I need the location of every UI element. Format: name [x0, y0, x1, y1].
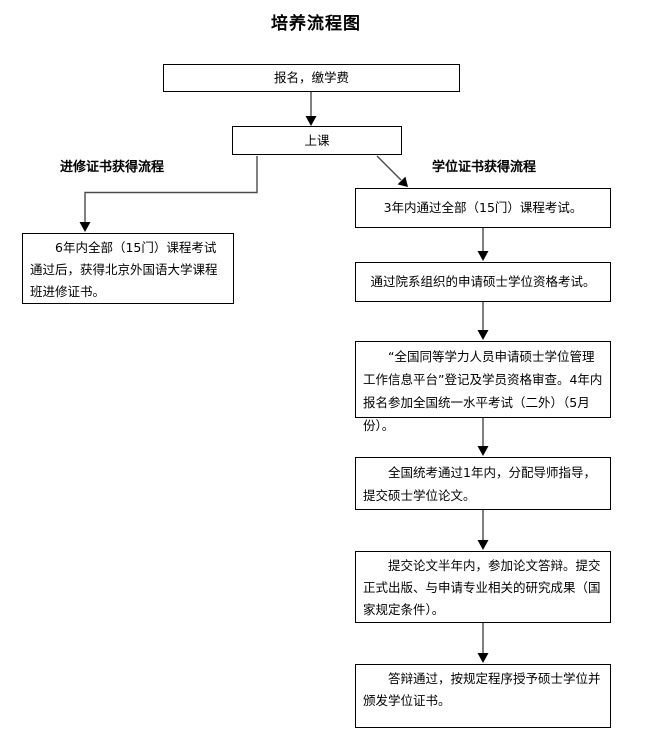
arrow-thesis-to-defense	[477, 510, 489, 550]
arrow-defense-to-degree	[477, 623, 489, 663]
flow-box-qualification-exam: 通过院系组织的申请硕士学位资格考试。	[355, 262, 611, 302]
flow-box-enroll-pay-tuition: 报名，缴学费	[163, 64, 460, 92]
arrow-platform-to-thesis	[477, 418, 489, 456]
arrow-course-exams-to-qualification	[477, 228, 489, 261]
flow-box-course-exams: 3年内通过全部（15门）课程考试。	[355, 188, 611, 228]
arrow-qualification-to-platform	[477, 302, 489, 340]
arrow-class-to-certificate	[79, 156, 258, 232]
flow-box-thesis-submission: 全国统考通过1年内，分配导师指导，提交硕士学位论文。	[355, 457, 611, 510]
flow-box-platform-registration: “全国同等学力人员申请硕士学位管理工作信息平台”登记及学员资格审查。4年内报名参…	[355, 341, 611, 433]
left-branch-label: 进修证书获得流程	[60, 160, 165, 175]
flow-box-thesis-defense: 提交论文半年内，参加论文答辩。提交正式出版、与申请专业相关的研究成果（国家规定条…	[355, 551, 611, 623]
arrow-class-to-course-exams	[376, 155, 408, 187]
flow-box-degree-award: 答辩通过，按规定程序授予硕士学位并颁发学位证书。	[355, 664, 611, 728]
page-title: 培养流程图	[271, 14, 361, 34]
right-branch-label: 学位证书获得流程	[432, 160, 537, 175]
flow-box-attend-class: 上课	[232, 126, 402, 155]
arrow-enroll-to-class	[305, 92, 317, 126]
flow-box-refresher-certificate: 6年内全部（15门）课程考试通过后，获得北京外国语大学课程班进修证书。	[22, 233, 234, 304]
